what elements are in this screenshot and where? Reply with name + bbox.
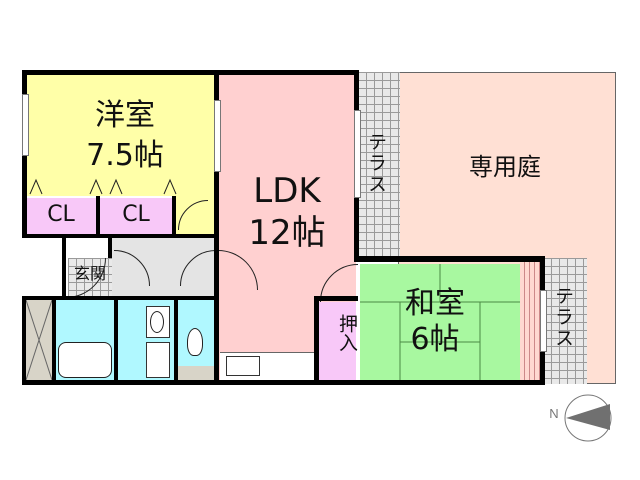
window-japanese-terrace [540, 290, 547, 352]
window-western-right [214, 100, 221, 172]
kitchen-sink [226, 356, 260, 376]
entrance [68, 258, 112, 296]
terrace-right-label: テラス [551, 286, 574, 349]
basin-bowl-icon [150, 311, 164, 333]
toilet-icon [187, 328, 203, 356]
ldk-name: LDK [253, 171, 321, 211]
engawa [520, 262, 540, 382]
western-room-size: 7.5帖 [86, 138, 164, 173]
storage-toilet [178, 366, 214, 380]
washing-machine-area [146, 342, 170, 378]
closet-2 [100, 196, 172, 234]
ldk-size: 12帖 [248, 213, 326, 253]
oshiire-closet [318, 302, 356, 380]
garden-label: 専用庭 [469, 153, 541, 181]
bathtub [58, 342, 112, 378]
japanese-room-name: 和室 [405, 286, 465, 321]
western-room-name: 洋室 [95, 98, 155, 133]
window-western-left [22, 94, 29, 156]
north-compass-icon [564, 394, 612, 442]
entrance-label: 玄関 [73, 264, 106, 283]
closet-door-marks [29, 178, 177, 195]
tatami-lines [360, 264, 520, 382]
terrace-top [358, 72, 400, 256]
terrace-top-label: テラス [364, 132, 387, 195]
japanese-room-size: 6帖 [410, 322, 460, 357]
window-ldk-terrace [354, 110, 361, 198]
terrace-right [543, 258, 587, 384]
closet-1-label: CL [47, 202, 75, 227]
closet-2-label: CL [122, 202, 150, 227]
compass-north-label: N [549, 406, 559, 421]
storage-left-cross [26, 300, 52, 380]
wall-top-left [22, 70, 358, 75]
oshiire-label: 押入 [336, 314, 358, 352]
closet-1 [26, 196, 96, 234]
wall-bottom [22, 380, 545, 385]
